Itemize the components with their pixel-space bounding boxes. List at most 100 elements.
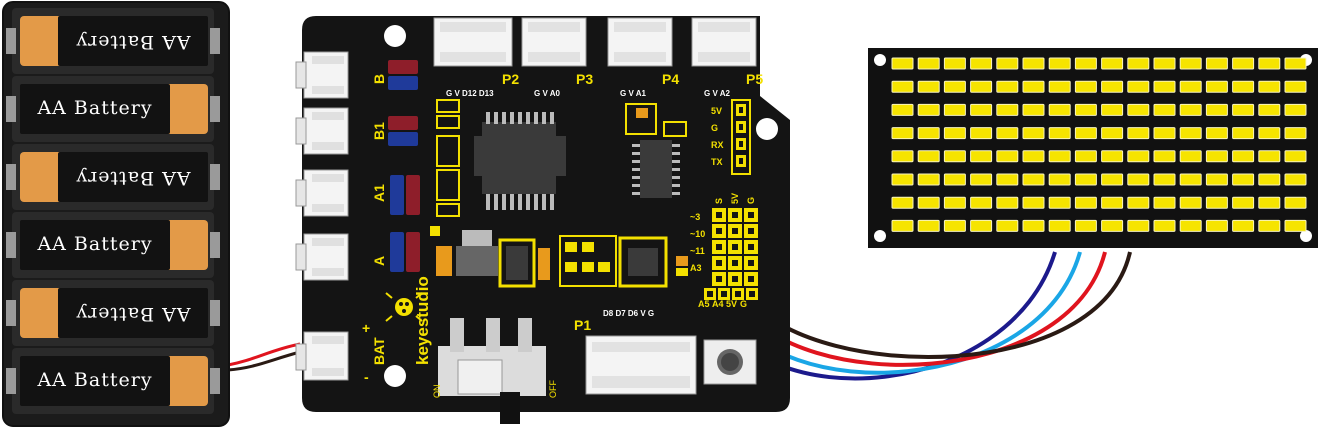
led-pixel <box>1179 80 1202 93</box>
led-pixel <box>1232 57 1255 70</box>
reset-button[interactable] <box>703 339 757 385</box>
led-pixel <box>917 173 940 186</box>
port-name: P4 <box>662 71 679 87</box>
led-pixel <box>1127 127 1150 140</box>
header-top-pin-label: G <box>746 197 756 204</box>
led-pixel <box>1127 80 1150 93</box>
switch-on-label: ON <box>432 385 442 399</box>
port-p1-name: P1 <box>574 317 591 333</box>
serial-pin-label: RX <box>711 140 724 150</box>
led-pixel <box>1153 150 1176 163</box>
led-pixel <box>996 150 1019 163</box>
led-pixel <box>891 57 914 70</box>
led-pixel <box>970 103 993 116</box>
battery-cell: AA Battery <box>6 144 220 210</box>
serial-pin-label: G <box>711 123 718 133</box>
serial-pin-label: 5V <box>711 106 722 116</box>
led-pixel <box>996 127 1019 140</box>
port-p1-pins: D8 D7 D6 V G <box>603 309 654 318</box>
led-pixel <box>1232 173 1255 186</box>
led-pixel <box>1284 196 1307 209</box>
battery-pack: AA Battery AA Battery AA Battery AA Battery… <box>2 1 230 427</box>
battery-cell-label: AA Battery <box>36 233 152 255</box>
bat-label: BAT <box>371 337 387 365</box>
led-matrix-module <box>868 48 1318 248</box>
led-pixel <box>1205 173 1228 186</box>
led-pixel <box>891 196 914 209</box>
mount-hole <box>384 365 406 387</box>
port-p5: P5G V A2 <box>691 17 763 98</box>
led-pixel <box>1179 127 1202 140</box>
led-pixel <box>891 103 914 116</box>
battery-wires <box>227 342 301 372</box>
battery-cell: AA Battery <box>6 76 220 142</box>
led-pixel <box>917 150 940 163</box>
led-pixel <box>996 80 1019 93</box>
led-pixel <box>943 219 966 232</box>
header-top-pin-label: 5V <box>730 193 740 204</box>
led-pixel <box>1022 80 1045 93</box>
motor-port-label: A1 <box>371 184 387 202</box>
led-pixel <box>943 196 966 209</box>
led-pixel <box>1074 103 1097 116</box>
led-pixel <box>1153 57 1176 70</box>
led-pixel <box>1127 173 1150 186</box>
led-pixel <box>1048 219 1071 232</box>
led-pixel <box>1022 57 1045 70</box>
motor-port-a1: A1 <box>295 169 387 217</box>
led-pixel <box>1179 219 1202 232</box>
led-pixel <box>996 57 1019 70</box>
led-pixel <box>970 173 993 186</box>
led-pixel <box>1258 127 1281 140</box>
led-pixel <box>1205 196 1228 209</box>
battery-cell-label: AA Battery <box>75 303 191 325</box>
small-ic <box>625 103 687 198</box>
led-pixel <box>1232 196 1255 209</box>
led-pixel <box>996 219 1019 232</box>
i2c-pin-label: A4 <box>712 299 724 309</box>
led-pixel <box>1127 150 1150 163</box>
motor-port-a: A <box>295 233 387 281</box>
led-pixel <box>1022 196 1045 209</box>
led-pixel <box>917 80 940 93</box>
led-pixel <box>891 173 914 186</box>
led-pixel <box>1258 57 1281 70</box>
header-top-pin-label: S <box>714 198 724 204</box>
battery-cell-label: AA Battery <box>75 167 191 189</box>
led-pixel <box>1205 150 1228 163</box>
bat-minus-label: - <box>364 369 369 385</box>
led-pixel <box>1101 103 1124 116</box>
led-pixel <box>1048 173 1071 186</box>
led-pixel <box>1284 57 1307 70</box>
mount-hole <box>874 230 886 242</box>
power-switch[interactable] <box>438 318 546 424</box>
motor-port-label: B1 <box>371 122 387 140</box>
led-pixel <box>1258 196 1281 209</box>
battery-cell: AA Battery <box>6 280 220 346</box>
led-pixel <box>1101 150 1124 163</box>
resistor-column <box>436 99 460 217</box>
led-pixel <box>917 219 940 232</box>
led-pixel <box>1153 127 1176 140</box>
led-pixel <box>970 80 993 93</box>
led-pixel <box>891 150 914 163</box>
led-pixel <box>996 173 1019 186</box>
led-pixel <box>1022 103 1045 116</box>
led-pixel <box>1101 196 1124 209</box>
led-pixel <box>1179 150 1202 163</box>
led-pixel <box>1284 127 1307 140</box>
led-pixel <box>970 127 993 140</box>
led-pixel <box>1074 219 1097 232</box>
led-pixel <box>1101 80 1124 93</box>
led-pixel <box>1074 150 1097 163</box>
keyestudio-logo <box>385 292 423 322</box>
led-pixel <box>1284 103 1307 116</box>
led-pixel <box>970 196 993 209</box>
led-pixel <box>1179 103 1202 116</box>
led-pixel <box>917 57 940 70</box>
led-pixel <box>996 103 1019 116</box>
led-pixel <box>1258 219 1281 232</box>
